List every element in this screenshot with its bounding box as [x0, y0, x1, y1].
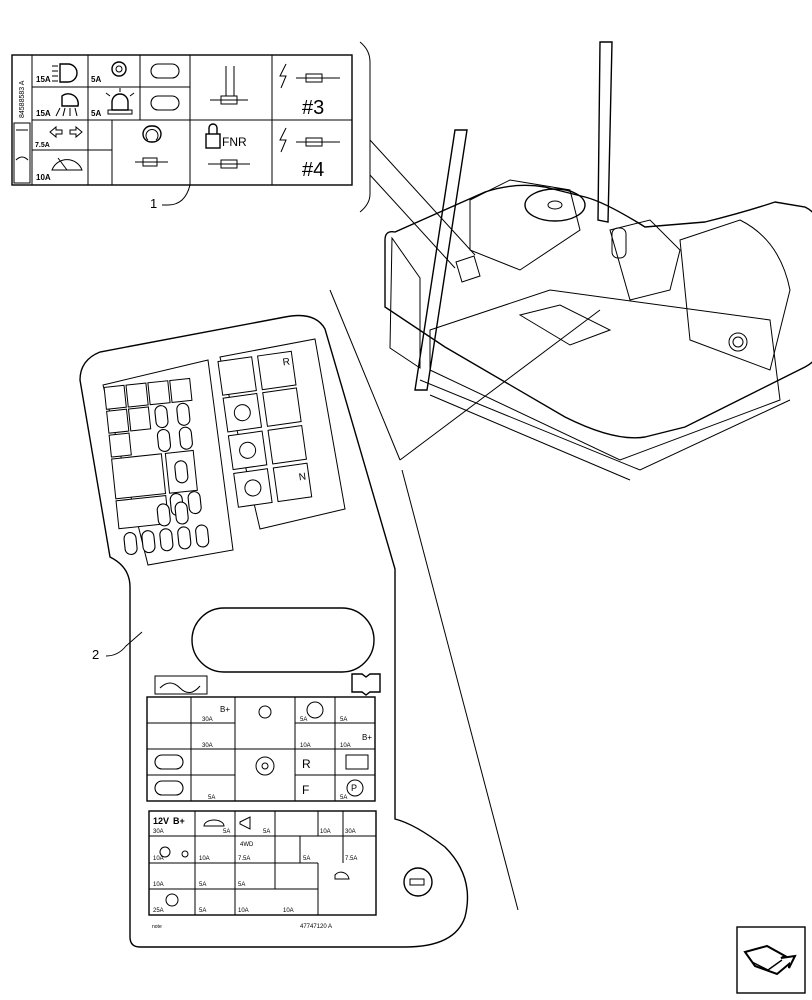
fuse-rating: 10A: [153, 882, 164, 888]
fuse-rating: 10A: [320, 829, 331, 835]
fnr-lock-icon: FNR: [205, 123, 250, 169]
relay-3-icon: #3: [279, 63, 340, 119]
horn-icon: [239, 816, 251, 830]
fuse-rating: 5A: [199, 882, 206, 888]
fuse-rating: 30A: [153, 829, 164, 835]
fuse-rating: 10A: [36, 173, 51, 182]
fuse-rating: 30A: [202, 717, 213, 723]
fuse-decal-1: 84588583 A 15A 5A 15A 5A 7.5A 10A: [11, 54, 353, 186]
callout-label-2: 2: [92, 647, 100, 662]
fuse-rating: 7.5A: [345, 856, 357, 862]
fuse-rating: 7.5A: [35, 142, 50, 149]
spare-fuse-slot: [150, 63, 180, 79]
connector-opening: [191, 607, 375, 673]
leader-line: [399, 309, 601, 461]
sun-icon: [258, 705, 272, 719]
voltage-label: 12V: [153, 816, 169, 826]
fuse-rating: 15A: [36, 75, 51, 84]
leader-line: [369, 174, 456, 269]
beacon-icon: [111, 61, 127, 77]
fuse-rating: 10A: [300, 743, 311, 749]
work-light-icon: [334, 871, 350, 880]
decal-2-footer-mark: note: [152, 924, 162, 930]
b-plus-label: B+: [220, 705, 230, 714]
fuse-rating: 30A: [345, 829, 356, 835]
leader-line: [369, 139, 476, 256]
fuse-rating: 5A: [340, 717, 347, 723]
fuse-rating: 15A: [36, 109, 51, 118]
forward-label: F: [302, 783, 309, 797]
lower-fuse-block: 12V B+ 30A 5A 5A 10A 30A 10A 10A 7.5A 5A…: [148, 810, 377, 916]
fuse-rating: 5A: [238, 882, 245, 888]
wiring-icon: [13, 122, 31, 184]
fan-icon: [165, 893, 179, 907]
wiper-icon: [51, 157, 83, 171]
fnr-label: FNR: [222, 135, 247, 149]
decal-1-part-number: 84588583 A: [19, 80, 26, 118]
fuse-rating: 5A: [303, 856, 310, 862]
fuse-rating: 5A: [300, 717, 307, 723]
cab-illustration: [384, 41, 812, 481]
fuse-decal-2: R N 30A 30A 5A 5A: [79, 314, 469, 948]
park-brake-relay-icon: [210, 66, 248, 105]
fuse-rating: 5A: [91, 109, 101, 118]
reverse-label: R: [302, 757, 311, 771]
leader-line-2: [105, 631, 143, 657]
headlamp-icon: [52, 63, 78, 83]
relay-4-label: #4: [302, 159, 324, 181]
battery-icon: [345, 754, 369, 770]
fuse-rating: 10A: [199, 856, 210, 862]
fuse-rating: 5A: [208, 795, 215, 801]
tractor-icon: [159, 846, 189, 858]
fuse-rating: 7.5A: [238, 856, 250, 862]
fuse-rating: 10A: [340, 743, 351, 749]
fuse-rating: 5A: [223, 829, 230, 835]
fuse-rating: 5A: [340, 795, 347, 801]
four-wd-label: 4WD: [240, 842, 254, 848]
rotating-beacon-icon: [105, 88, 135, 115]
leader-line-1: [162, 184, 191, 206]
fuse-rating: 25A: [153, 908, 164, 914]
turn-signal-icon: [49, 125, 83, 139]
fuse-rating: 5A: [199, 908, 206, 914]
bracket-line: [359, 41, 371, 213]
p-label: P: [351, 783, 357, 793]
dome-light-icon: [203, 819, 225, 827]
upper-fuse-block: R N: [102, 338, 346, 566]
b-plus-label: B+: [362, 733, 372, 742]
gauge-icon: [306, 701, 324, 719]
relay-4-icon: #4: [279, 127, 340, 181]
spare-fuse-slot: [150, 95, 180, 111]
manual-book-icon: [351, 673, 381, 696]
middle-fuse-block: 30A 30A 5A 5A 10A 10A 5A 5A B+ B+ R F P: [146, 696, 376, 802]
r-label: R: [282, 357, 291, 369]
n-label: N: [298, 471, 307, 483]
fuse-rating: 5A: [263, 829, 270, 835]
parking-brake-icon: P: [346, 779, 364, 797]
fuse-rating: 10A: [238, 908, 249, 914]
decal-2-part-number: 47747120 A: [300, 924, 332, 930]
fuse-rating: 30A: [202, 743, 213, 749]
fuse-rating: 10A: [283, 908, 294, 914]
b-plus-label: B+: [173, 816, 185, 826]
bracket-line: [401, 469, 519, 911]
mounting-boss: [403, 867, 433, 897]
fuse-rating: 10A: [153, 856, 164, 862]
steering-wheel-icon: [255, 756, 275, 776]
ignition-relay-icon: [135, 125, 168, 167]
work-light-icon: [55, 93, 79, 117]
bracket-line: [329, 289, 401, 461]
wiring-harness-icon: [154, 675, 208, 695]
fuse-rating: 5A: [91, 75, 101, 84]
relay-3-label: #3: [302, 97, 324, 119]
callout-label-1: 1: [150, 196, 158, 211]
next-page-arrow-icon[interactable]: [736, 926, 806, 994]
